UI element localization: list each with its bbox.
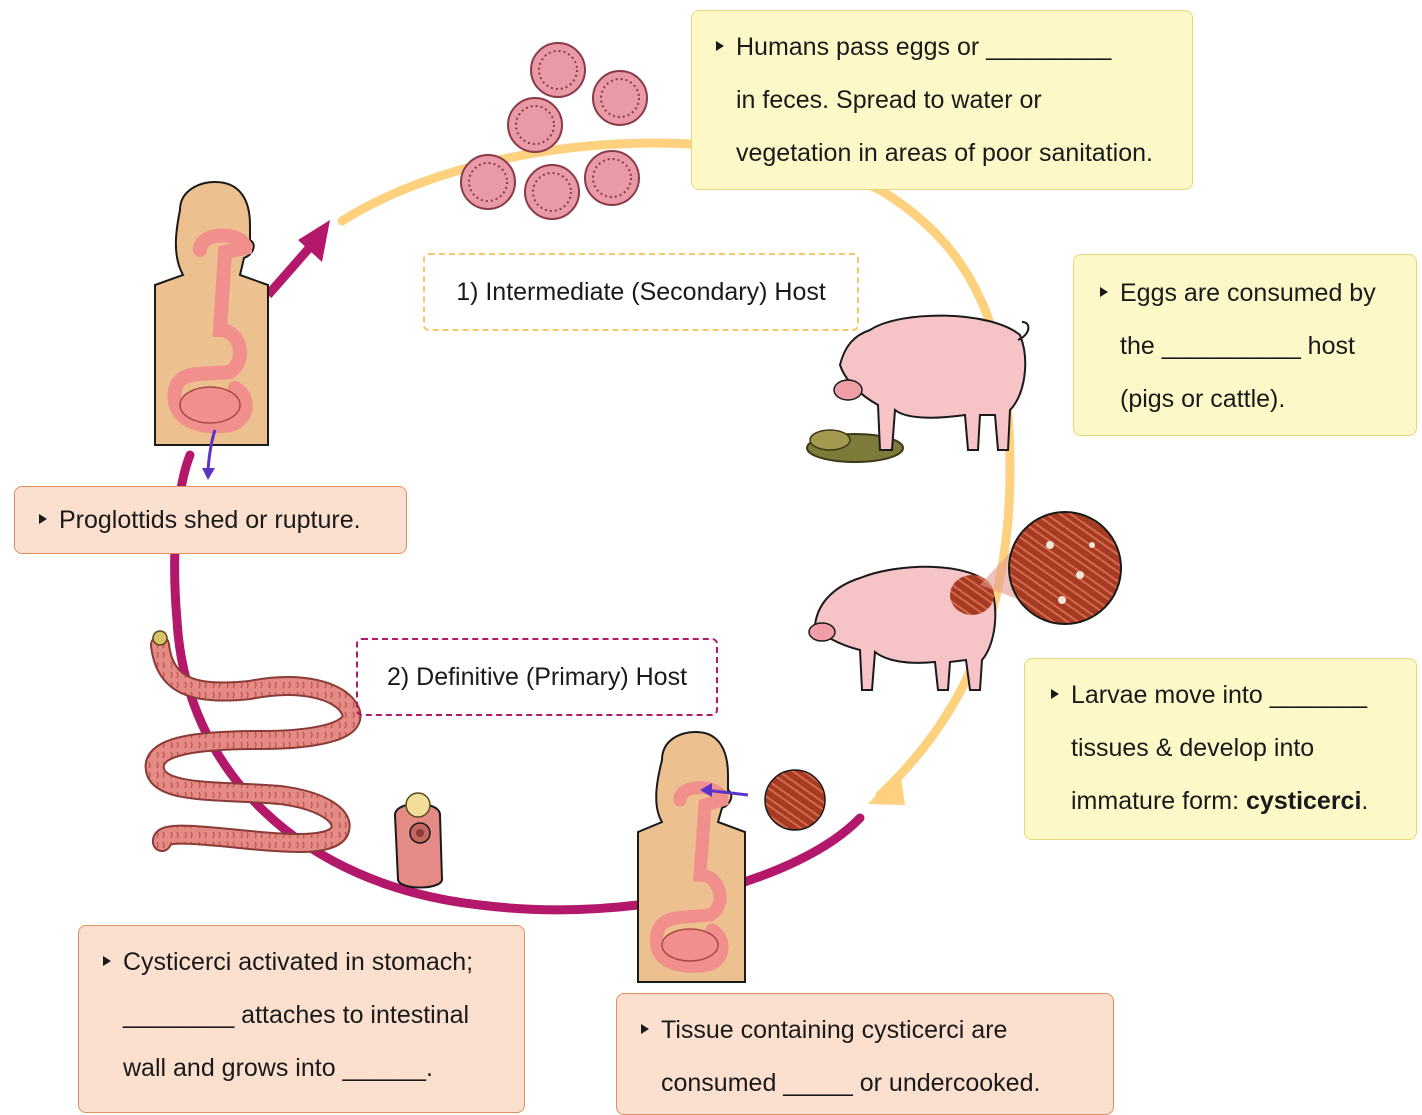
bullet-icon xyxy=(716,41,724,51)
cysticerci-line3: wall and grows into ______. xyxy=(103,1042,524,1095)
intermediate-host-label: 1) Intermediate (Secondary) Host xyxy=(423,253,859,331)
intermediate-host-text: 1) Intermediate (Secondary) Host xyxy=(456,278,826,307)
bullet-icon xyxy=(1100,287,1108,297)
proglottids-box: Proglottids shed or rupture. xyxy=(14,486,407,554)
bullet-icon xyxy=(103,956,111,966)
scolex-icon xyxy=(395,793,442,888)
egg-icon xyxy=(525,165,579,219)
eggs-consumed-line2: the __________ host xyxy=(1100,320,1416,373)
human-gut-icon xyxy=(155,182,268,480)
cysticerci-line2: ________ attaches to intestinal xyxy=(103,989,524,1042)
larvae-line3-bold: cysticerci xyxy=(1246,787,1361,815)
eggs-passed-line1: Humans pass eggs or _________ xyxy=(736,33,1111,61)
bullet-icon xyxy=(1051,689,1059,699)
egg-cluster xyxy=(461,43,647,219)
definitive-host-label: 2) Definitive (Primary) Host xyxy=(356,638,718,716)
definitive-host-text: 2) Definitive (Primary) Host xyxy=(387,663,687,692)
larvae-line1: Larvae move into _______ xyxy=(1071,681,1367,709)
cysticerci-line1: Cysticerci activated in stomach; xyxy=(123,948,473,976)
eggs-passed-line2: in feces. Spread to water or xyxy=(716,74,1192,127)
proglottids-line1: Proglottids shed or rupture. xyxy=(59,506,361,534)
larvae-line3-end: . xyxy=(1361,787,1368,815)
eggs-passed-line3: vegetation in areas of poor sanitation. xyxy=(716,127,1192,180)
bullet-icon xyxy=(39,514,47,524)
cysticerci-box: Cysticerci activated in stomach; _______… xyxy=(78,925,525,1113)
larvae-line2: tissues & develop into xyxy=(1051,722,1416,775)
larvae-line3: immature form: xyxy=(1071,787,1246,815)
tissue-line2: consumed _____ or undercooked. xyxy=(641,1057,1113,1110)
larvae-box: Larvae move into _______ tissues & devel… xyxy=(1024,658,1417,840)
egg-icon xyxy=(461,155,515,209)
eggs-passed-box: Humans pass eggs or _________ in feces. … xyxy=(691,10,1193,190)
pig-eating-icon xyxy=(807,316,1028,462)
eggs-consumed-box: Eggs are consumed by the __________ host… xyxy=(1073,254,1417,436)
egg-icon xyxy=(593,71,647,125)
tissue-box: Tissue containing cysticerci are consume… xyxy=(616,993,1114,1115)
egg-icon xyxy=(531,43,585,97)
egg-icon xyxy=(585,151,639,205)
muscle-tissue-icon xyxy=(1009,512,1121,624)
bullet-icon xyxy=(641,1024,649,1034)
egg-icon xyxy=(508,98,562,152)
eggs-consumed-line1: Eggs are consumed by xyxy=(1120,279,1376,307)
tissue-line1: Tissue containing cysticerci are xyxy=(661,1016,1007,1044)
eggs-consumed-line3: (pigs or cattle). xyxy=(1100,373,1416,426)
